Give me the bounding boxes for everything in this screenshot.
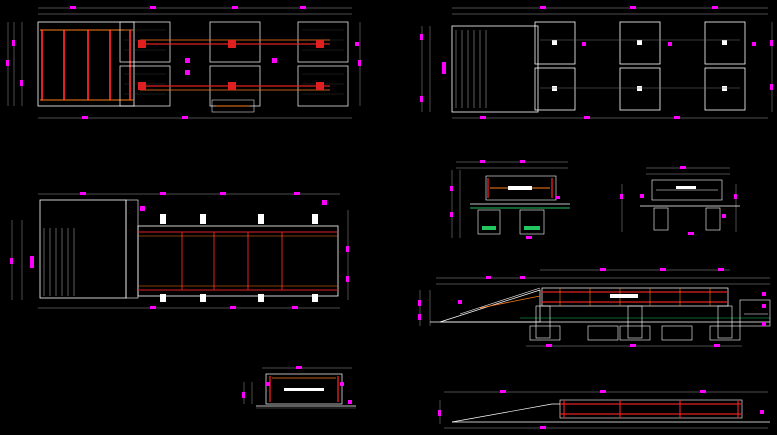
- ramp-orange-rails-tl: [40, 29, 134, 101]
- foundation-pads-tl: [119, 21, 349, 107]
- deck-outline-ml: [137, 225, 339, 297]
- dimension-markers-tl: [6, 6, 361, 119]
- section-detail-a[interactable]: [450, 160, 570, 239]
- column-bases-ml: [160, 214, 318, 302]
- stair-treads-tr: [455, 30, 487, 108]
- dimension-markers-ml: [10, 192, 349, 309]
- beams-tr: [540, 39, 740, 89]
- pad-bolts-tr: [552, 40, 727, 91]
- plan-view-top-right[interactable]: [420, 6, 773, 119]
- detail-bottom-left[interactable]: [242, 366, 356, 409]
- bottom-elevation[interactable]: [438, 390, 770, 429]
- title-block-tl: [211, 99, 255, 113]
- dimension-markers-tr: [420, 6, 773, 119]
- long-section-elevation[interactable]: [418, 268, 771, 347]
- plan-view-middle-left[interactable]: [10, 192, 349, 309]
- deck-red-lines-ml: [138, 231, 338, 291]
- ramp-red-posts-tl: [41, 30, 131, 100]
- dimension-lines-tl: [7, 7, 361, 119]
- stair-treads-ml: [43, 228, 75, 296]
- dimension-lines-ml: [11, 193, 349, 309]
- pads-tr: [534, 21, 746, 111]
- column-markers-tl: [138, 40, 324, 90]
- plan-view-top-left[interactable]: [6, 6, 361, 119]
- stair-outline-tr: [451, 25, 539, 113]
- ramp-outline-tl: [37, 21, 135, 107]
- section-detail-b[interactable]: [620, 166, 740, 235]
